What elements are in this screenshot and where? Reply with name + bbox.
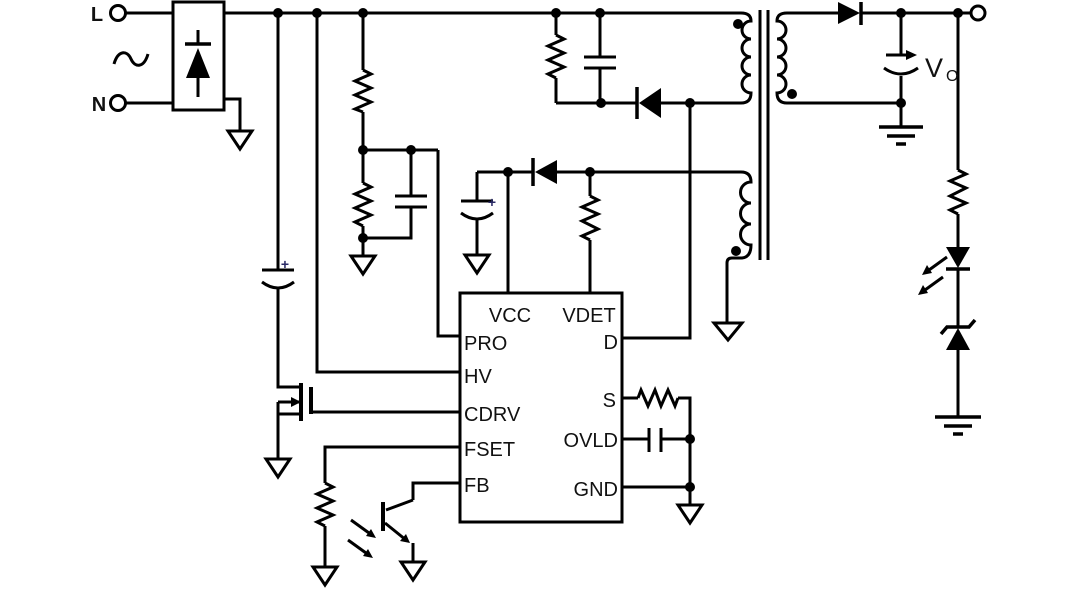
vdet-resistor — [578, 194, 602, 242]
controller-ic: VCC VDET PRO HV CDRV FSET FB D S OVLD GN… — [458, 291, 624, 524]
fset-ground-icon — [310, 565, 340, 588]
vcc-capacitor — [460, 199, 494, 221]
mosfet-body-arrow — [291, 397, 301, 407]
sense-resistor — [636, 386, 680, 410]
pin-cdrv: CDRV — [464, 404, 521, 426]
ovld-capacitor — [647, 428, 663, 452]
secondary-polarity-dot — [787, 89, 797, 99]
wires — [126, 11, 971, 567]
fset-resistor — [313, 481, 337, 528]
bulk-capacitor — [261, 268, 295, 290]
snubber-capacitor — [584, 55, 616, 70]
output-capacitor — [883, 50, 919, 76]
aux-polarity-dot — [731, 246, 741, 256]
mosfet-source-ground-icon — [263, 457, 293, 480]
vout-label: V — [925, 53, 943, 83]
transformer-core — [758, 10, 770, 260]
bridge-rectifier — [171, 0, 226, 112]
vcc-cap-plus-mark: + — [488, 194, 496, 210]
optocoupler-phototransistor — [347, 498, 414, 558]
emitter-arrow — [400, 534, 410, 543]
bridge-ground-icon — [225, 129, 255, 152]
pin-d: D — [604, 332, 618, 354]
ac-source-icon — [112, 51, 150, 67]
primary-polarity-dot — [733, 19, 743, 29]
pin-ovld: OVLD — [564, 430, 618, 452]
snubber-diode — [635, 87, 661, 119]
light-arrow-2 — [347, 538, 367, 555]
output-rectifier-diode — [838, 2, 863, 25]
load-resistor — [946, 168, 970, 216]
auxiliary-winding — [725, 170, 753, 323]
pin-gnd: GND — [574, 479, 618, 501]
zener-earth-ground-icon — [935, 415, 981, 436]
cascode-mosfet — [291, 383, 313, 421]
pin-vdet: VDET — [562, 305, 615, 327]
led-light-arrow-2 — [924, 275, 944, 292]
led-light-arrow-1 — [928, 255, 948, 272]
ic-ground-icon — [675, 503, 705, 526]
vcc-diode — [531, 158, 557, 186]
pin-s: S — [603, 390, 616, 412]
vout-label-subscript: O — [946, 68, 958, 85]
indicator-led — [918, 247, 970, 295]
transformer — [725, 10, 797, 323]
pin-vcc: VCC — [489, 305, 531, 327]
ac-neutral-terminal — [109, 94, 127, 112]
divider-resistor-lower — [351, 181, 375, 228]
neutral-label: N — [92, 94, 106, 116]
output-cap-polarity-arrow — [906, 50, 917, 60]
divider-capacitor — [395, 194, 427, 209]
opto-ground-icon — [398, 560, 428, 583]
divider-ground-icon — [348, 254, 378, 277]
pin-fset: FSET — [464, 439, 515, 461]
ac-line-terminal — [109, 4, 127, 22]
pin-hv: HV — [464, 366, 492, 388]
output-earth-ground-icon — [879, 125, 923, 146]
pin-pro: PRO — [464, 333, 507, 355]
vcc-cap-ground-icon — [462, 253, 492, 276]
bulk-cap-plus-mark: + — [281, 256, 289, 272]
secondary-winding — [775, 11, 788, 105]
divider-resistor-upper — [351, 68, 375, 114]
junction-dots — [273, 8, 963, 492]
light-arrow-1 — [350, 518, 370, 535]
output-terminal — [969, 4, 987, 22]
primary-winding — [740, 11, 753, 105]
zener-diode — [939, 318, 977, 350]
line-label: L — [91, 4, 103, 26]
aux-ground-icon — [710, 321, 746, 343]
snubber-resistor — [544, 33, 568, 80]
pin-fb: FB — [464, 475, 490, 497]
